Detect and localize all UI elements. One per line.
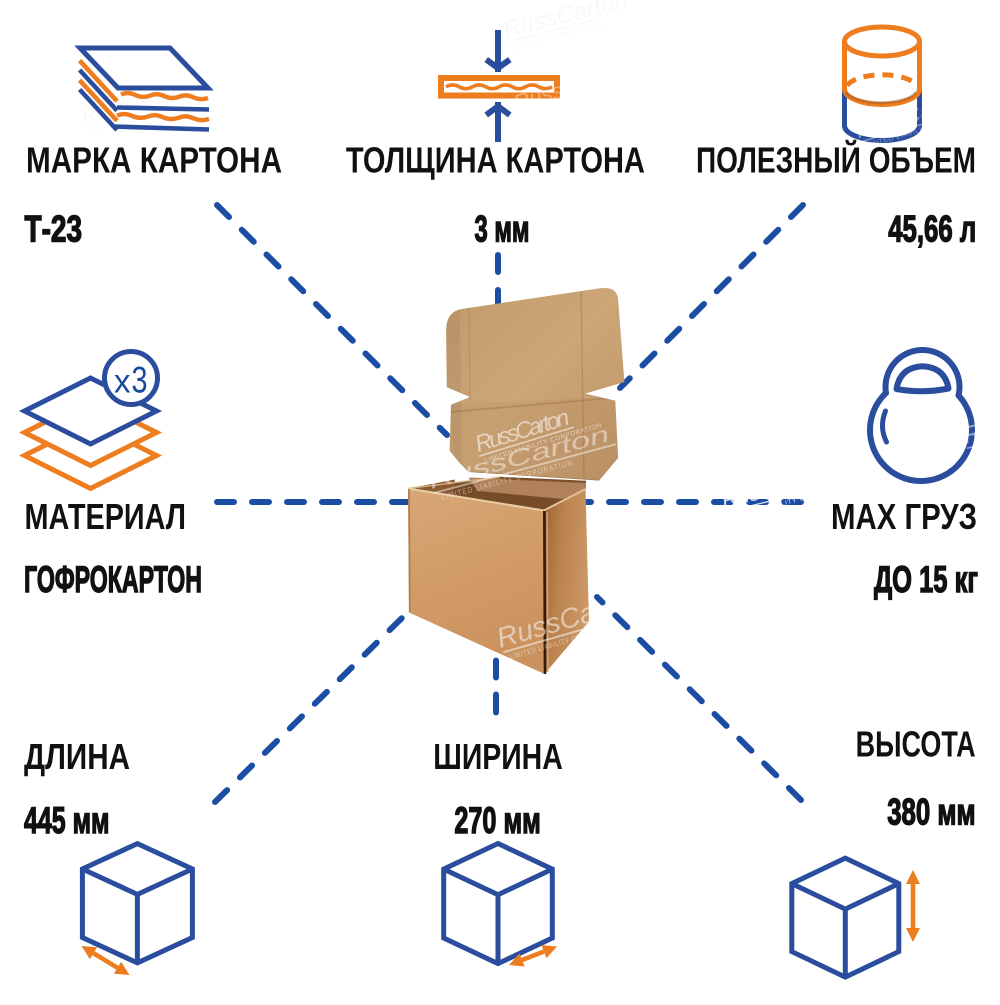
svg-text:ГОФРОКАРТОН: ГОФРОКАРТОН [24, 559, 202, 600]
svg-text:Т-23: Т-23 [25, 209, 83, 250]
svg-text:ТОЛЩИНА КАРТОНА: ТОЛЩИНА КАРТОНА [346, 140, 645, 181]
svg-text:ШИРИНА: ШИРИНА [433, 736, 563, 777]
svg-text:445 мм: 445 мм [24, 800, 110, 841]
svg-text:270 мм: 270 мм [454, 800, 541, 841]
svg-text:380 мм: 380 мм [887, 792, 975, 833]
svg-text:ВЫСОТА: ВЫСОТА [856, 724, 976, 765]
svg-text:3: 3 [132, 359, 148, 401]
svg-text:МАТЕРИАЛ: МАТЕРИАЛ [25, 496, 187, 537]
svg-text:x: x [114, 363, 131, 400]
svg-text:МАРКА КАРТОНА: МАРКА КАРТОНА [26, 140, 282, 181]
svg-text:3 мм: 3 мм [475, 209, 530, 250]
svg-text:ПОЛЕЗНЫЙ ОБЪЕМ: ПОЛЕЗНЫЙ ОБЪЕМ [696, 139, 976, 181]
svg-text:ДО 15 кг: ДО 15 кг [874, 559, 978, 600]
svg-text:ДЛИНА: ДЛИНА [24, 736, 130, 777]
svg-text:45,66 л: 45,66 л [888, 209, 976, 250]
svg-text:MAX ГРУЗ: MAX ГРУЗ [831, 496, 977, 537]
